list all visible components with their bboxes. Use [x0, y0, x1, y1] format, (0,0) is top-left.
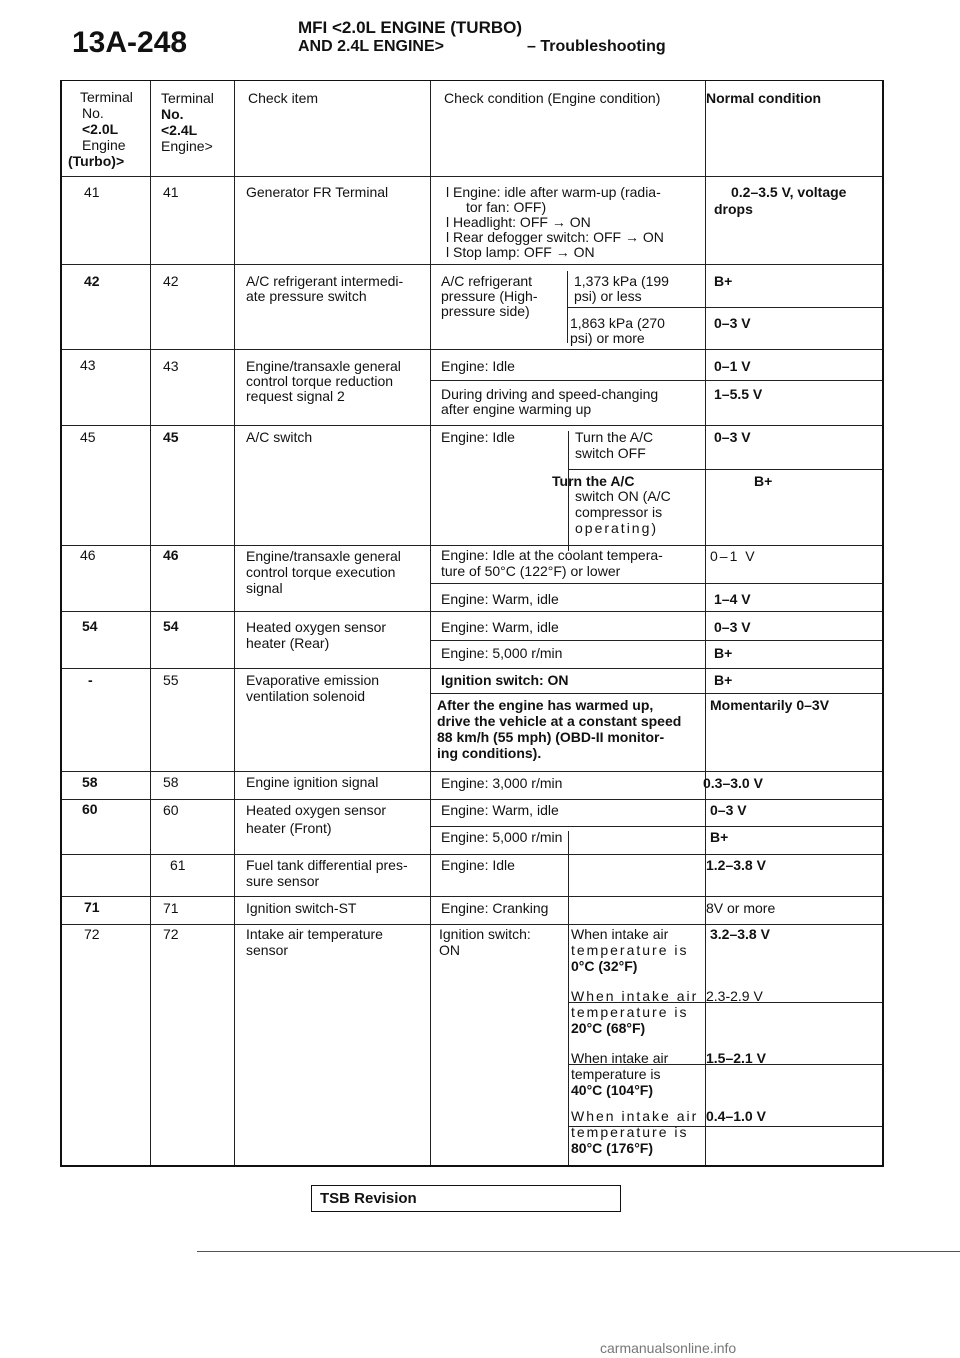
check-condition-header: Check condition (Engine condition) — [444, 90, 661, 106]
tsb-revision-label: TSB Revision — [320, 1190, 417, 1207]
page-number: 13A-248 — [72, 26, 188, 59]
troubleshooting-table — [60, 80, 884, 1167]
normal-condition-header: Normal condition — [706, 90, 822, 106]
header-title-line1: MFI <2.0L ENGINE (TURBO) — [298, 18, 523, 37]
header-section: – Troubleshooting — [527, 38, 666, 55]
footer-rule — [197, 1251, 960, 1252]
tsb-revision-box: TSB Revision — [311, 1185, 621, 1212]
header-title-line2: AND 2.4L ENGINE> — [298, 38, 444, 55]
watermark: carmanualsonline.info — [600, 1340, 737, 1356]
check-item-header: Check item — [248, 90, 319, 106]
